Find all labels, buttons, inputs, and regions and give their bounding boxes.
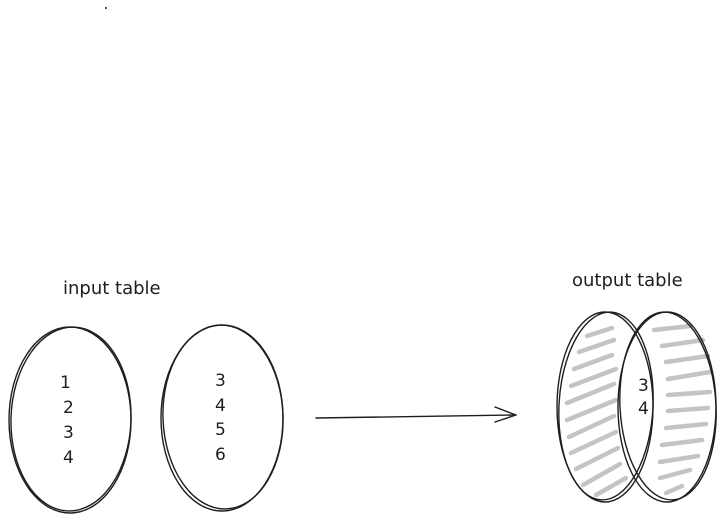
input-table-label: input table — [63, 278, 161, 299]
input-left-values: 1 2 3 4 — [60, 373, 74, 468]
intersection-value: 3 — [638, 376, 649, 396]
intersection-value: 4 — [638, 399, 649, 419]
right-value: 3 — [215, 371, 226, 391]
left-difference-hatch — [564, 325, 629, 498]
left-value: 4 — [63, 448, 74, 468]
output-left-set — [556, 311, 654, 503]
output-intersection-values: 3 4 — [638, 376, 649, 419]
stray-dot — [105, 7, 107, 9]
right-value: 5 — [215, 420, 226, 440]
left-value: 2 — [63, 398, 74, 418]
input-right-set — [160, 324, 284, 512]
input-right-values: 3 4 5 6 — [215, 371, 226, 465]
output-table-label: output table — [572, 270, 683, 291]
left-value: 3 — [63, 423, 74, 443]
input-left-set — [8, 326, 132, 514]
right-difference-hatch — [651, 323, 713, 496]
transform-arrow — [315, 406, 517, 423]
left-value: 1 — [60, 373, 71, 393]
output-right-set — [617, 311, 717, 503]
right-value: 4 — [215, 396, 226, 416]
right-value: 6 — [215, 445, 226, 465]
